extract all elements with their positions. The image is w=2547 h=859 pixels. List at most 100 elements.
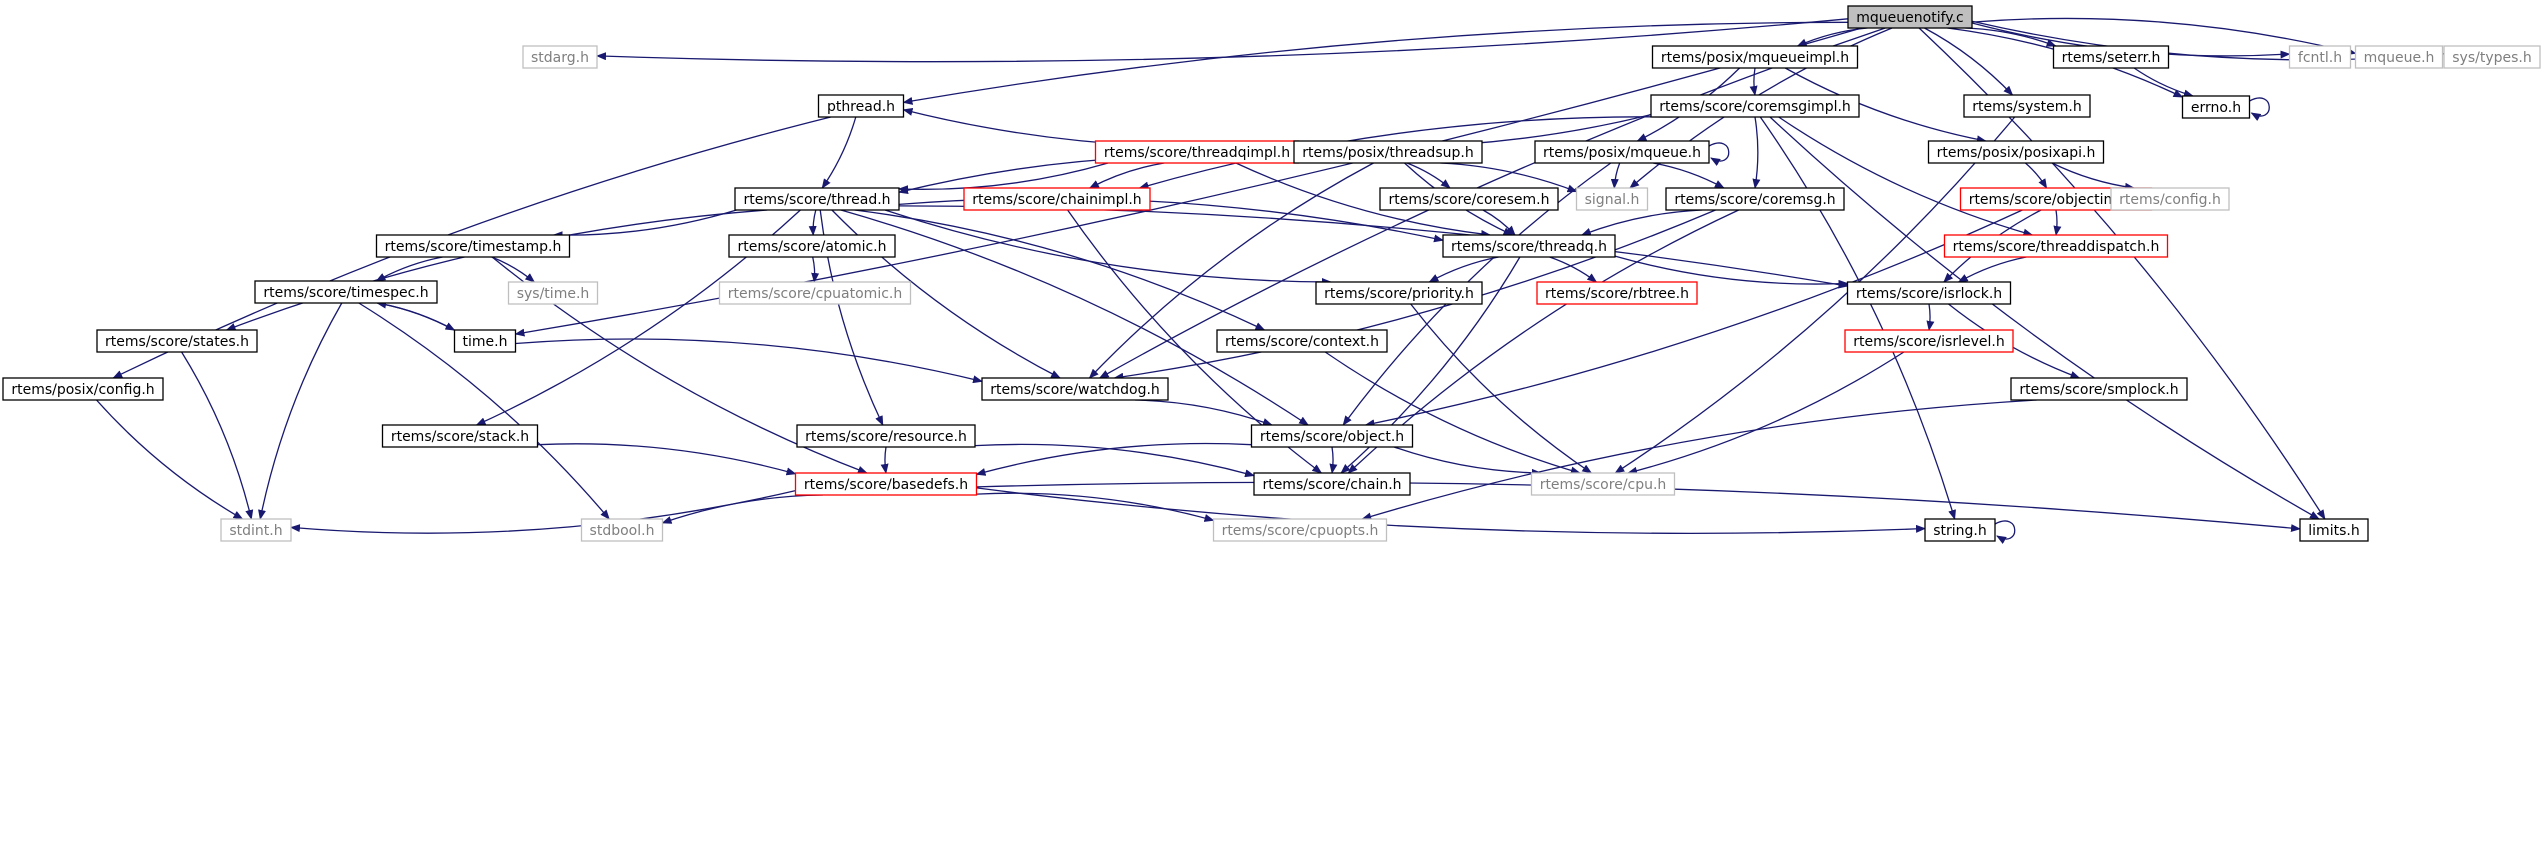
node-basedefs[interactable]: rtems/score/basedefs.h (794, 472, 978, 496)
node-context[interactable]: rtems/score/context.h (1216, 329, 1388, 353)
node-limits[interactable]: limits.h (2299, 518, 2369, 542)
node-timespec[interactable]: rtems/score/timespec.h (254, 280, 438, 304)
node-label: rtems/score/threadqimpl.h (1104, 145, 1290, 161)
node-config[interactable]: rtems/config.h (2110, 187, 2230, 211)
edge (1784, 67, 1987, 144)
node-stack[interactable]: rtems/score/stack.h (381, 424, 539, 448)
edge-posixmqueue-to-signal (1610, 162, 1621, 189)
node-box (220, 518, 292, 542)
edge (258, 302, 343, 520)
edge (181, 351, 254, 520)
edge-coremsgimpl-to-chainimpl (1138, 116, 1673, 190)
node-smplock[interactable]: rtems/score/smplock.h (2010, 377, 2188, 401)
node-mqueueimpl[interactable]: rtems/posix/mqueueimpl.h (1651, 45, 1859, 69)
node-box (1212, 518, 1388, 542)
node-threadqimpl[interactable]: rtems/score/threadqimpl.h (1094, 140, 1300, 164)
node-rbtree[interactable]: rtems/score/rbtree.h (1536, 281, 1698, 305)
node-posixconfig[interactable]: rtems/posix/config.h (2, 377, 164, 401)
edge (854, 209, 1266, 331)
edge (1627, 351, 1905, 475)
node-object[interactable]: rtems/score/object.h (1250, 424, 1414, 448)
node-stdint[interactable]: stdint.h (220, 518, 292, 542)
node-box (254, 280, 438, 304)
node-states[interactable]: rtems/score/states.h (96, 329, 258, 353)
node-label: rtems/score/atomic.h (737, 239, 886, 255)
node-threaddispatch[interactable]: rtems/score/threaddispatch.h (1943, 234, 2169, 258)
node-box (2, 377, 164, 401)
edge (975, 442, 1252, 476)
node-isrlock[interactable]: rtems/score/isrlock.h (1846, 281, 2012, 305)
node-label: rtems/score/coremsgimpl.h (1659, 99, 1851, 115)
edge (1361, 399, 2037, 521)
node-thread[interactable]: rtems/score/thread.h (734, 187, 900, 211)
node-threadsup[interactable]: rtems/posix/threadsup.h (1293, 140, 1483, 164)
node-coresem[interactable]: rtems/score/coresem.h (1379, 187, 1559, 211)
node-chainimpl[interactable]: rtems/score/chainimpl.h (963, 187, 1151, 211)
node-timestamp[interactable]: rtems/score/timestamp.h (375, 234, 571, 258)
edge (1614, 116, 2016, 474)
node-cpuopts[interactable]: rtems/score/cpuopts.h (1212, 518, 1388, 542)
node-box (375, 234, 571, 258)
node-seterr[interactable]: rtems/seterr.h (2052, 45, 2170, 69)
node-watchdog[interactable]: rtems/score/watchdog.h (981, 377, 1169, 401)
node-label: errno.h (2191, 100, 2241, 116)
node-label: rtems/score/threaddispatch.h (1953, 239, 2160, 255)
edge (1778, 116, 2034, 237)
node-systypes[interactable]: sys/types.h (2443, 45, 2541, 69)
node-objectimpl[interactable]: rtems/score/objectimpl.h (1959, 187, 2153, 211)
node-box (1216, 329, 1388, 353)
node-system[interactable]: rtems/system.h (1963, 94, 2091, 118)
edge (811, 256, 820, 283)
node-stringh[interactable]: string.h (1924, 518, 1996, 542)
edge-mqueueimpl-to-coremsgimpl (1749, 67, 1758, 96)
node-label: rtems/posix/mqueue.h (1543, 145, 1701, 161)
edge (1708, 142, 1730, 166)
node-fcntl[interactable]: fcntl.h (2288, 45, 2352, 69)
node-timeh[interactable]: time.h (453, 329, 517, 353)
edge (96, 399, 244, 520)
node-stdbool[interactable]: stdbool.h (580, 518, 664, 542)
node-priority[interactable]: rtems/score/priority.h (1315, 281, 1483, 305)
edge (1088, 162, 1165, 189)
node-threadq[interactable]: rtems/score/threadq.h (1442, 234, 1616, 258)
node-label: limits.h (2308, 523, 2359, 539)
node-systime[interactable]: sys/time.h (507, 281, 599, 305)
node-label: rtems/score/timestamp.h (385, 239, 562, 255)
node-stdarg[interactable]: stdarg.h (522, 45, 598, 69)
node-posixmqueue[interactable]: rtems/posix/mqueue.h (1534, 140, 1710, 164)
node-signal[interactable]: signal.h (1575, 187, 1649, 211)
edge-timestamp-to-systime (491, 256, 536, 283)
edge-coremsg-to-watchdog (1113, 209, 1716, 381)
node-mqueuenotify[interactable]: mqueuenotify.c (1847, 5, 1973, 29)
node-pthread[interactable]: pthread.h (817, 94, 905, 118)
node-cpuatomic[interactable]: rtems/score/cpuatomic.h (718, 281, 912, 305)
node-errno[interactable]: errno.h (2181, 95, 2251, 119)
node-cpu[interactable]: rtems/score/cpu.h (1530, 472, 1676, 496)
edge-threadsup-to-watchdog (1088, 162, 1374, 379)
edge (1406, 162, 1451, 189)
node-chain[interactable]: rtems/score/chain.h (1253, 472, 1411, 496)
edge-errno-to-errno (2249, 97, 2270, 121)
edge (491, 256, 536, 283)
node-label: rtems/score/priority.h (1324, 286, 1474, 302)
node-box (522, 45, 598, 69)
node-box (2443, 45, 2541, 69)
node-label: stdbool.h (590, 523, 655, 539)
node-isrlevel[interactable]: rtems/score/isrlevel.h (1844, 329, 2014, 353)
node-resource[interactable]: rtems/score/resource.h (796, 424, 976, 448)
node-posixapi[interactable]: rtems/posix/posixapi.h (1927, 140, 2105, 164)
edge-posixmqueue-to-posixmqueue (1708, 142, 1730, 166)
edge-object-to-cpu (1393, 446, 1542, 477)
node-label: rtems/posix/mqueueimpl.h (1661, 50, 1849, 66)
edge (1971, 17, 2357, 56)
node-coremsgimpl[interactable]: rtems/score/coremsgimpl.h (1650, 94, 1860, 118)
edge-threadsup-to-signal (1440, 162, 1578, 193)
node-coremsg[interactable]: rtems/score/coremsg.h (1665, 187, 1845, 211)
node-mqueueh[interactable]: mqueue.h (2354, 45, 2444, 69)
node-atomic[interactable]: rtems/score/atomic.h (728, 234, 896, 258)
edge (1088, 162, 1374, 379)
node-label: rtems/score/cpu.h (1540, 477, 1667, 493)
edge-coremsgimpl-to-threaddispatch (1778, 116, 2034, 237)
edge-timespec-to-stdint (258, 302, 343, 520)
edge (1549, 256, 1598, 283)
